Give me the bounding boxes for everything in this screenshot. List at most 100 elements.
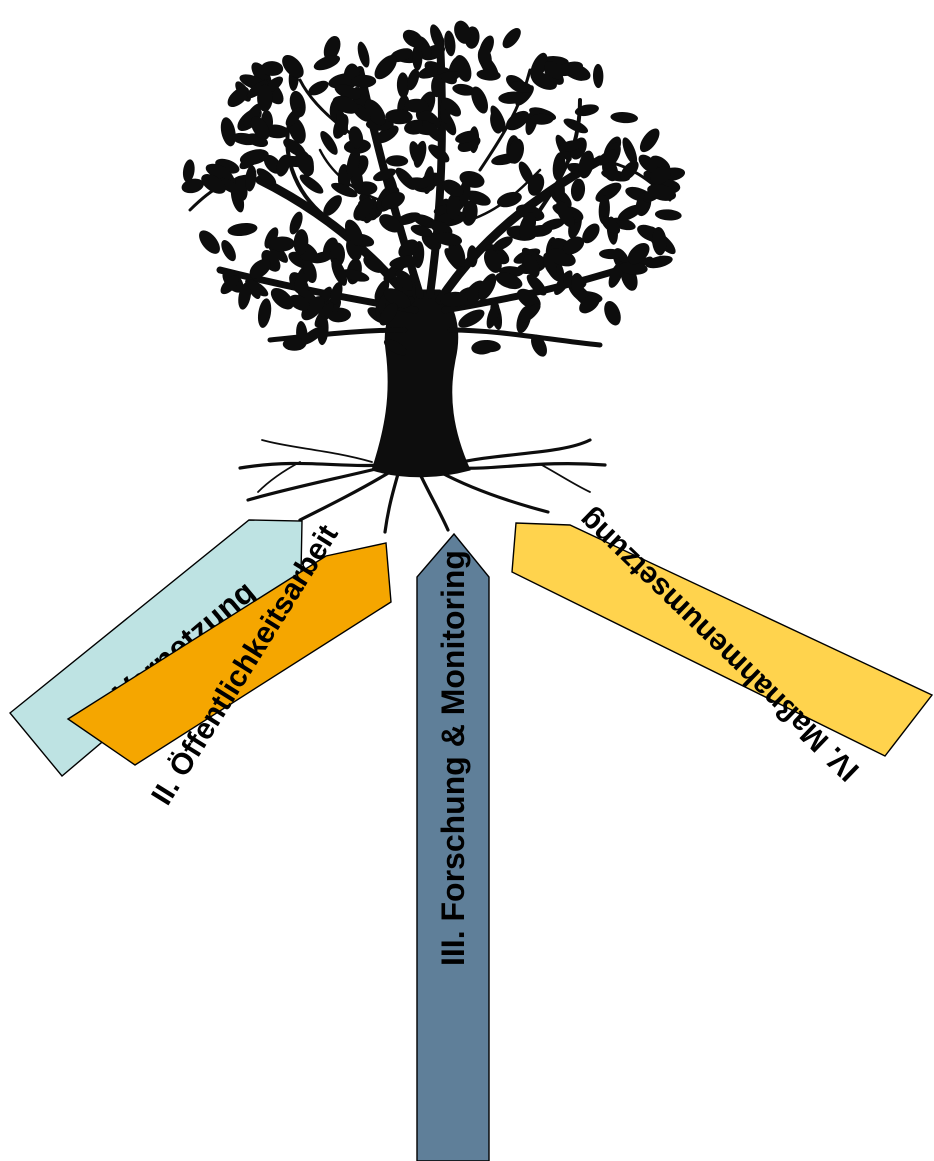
tree-leaf [543,252,557,277]
tree-leaf [459,179,471,207]
arrow-massnahmen-shape [511,522,934,757]
tree-leaf [332,95,359,114]
tree-leaf [559,140,582,152]
tree-leaf [463,280,485,306]
tree-leaf [385,109,413,125]
tree-leaf [381,191,405,210]
tree-leaf [282,54,304,79]
tree-leaf [385,155,409,167]
tree-leaf [579,293,601,314]
tree-leaf [363,255,385,273]
tree-leaf [239,149,264,170]
tree-leaf [346,148,361,178]
tree-trunk-body [371,289,471,478]
tree-leaf [554,179,565,203]
tree-leaf [308,80,329,96]
tree-leaf [323,195,342,216]
tree-leaf [645,255,673,269]
tree-leaf [364,99,386,126]
arrow-forschung-shape [416,532,490,1161]
tree-leaf [498,91,527,104]
tree-leaf [505,110,530,131]
tree-leaf [610,112,638,124]
tree-icon [181,20,686,534]
tree-leaf [257,298,272,328]
tree-leaf [654,209,682,221]
tree-leaf [599,248,623,260]
tree-leaf [373,168,397,182]
tree-root [238,461,382,470]
tree-leaf [396,212,421,226]
tree-leaf [478,273,497,301]
tree-leaf [256,168,277,186]
tree-leaf [471,86,489,114]
tree-leaf [313,55,341,71]
tree-root [257,461,301,493]
tree-root [261,439,373,463]
tree-leaf [282,337,306,351]
tree-root [446,438,592,467]
tree-leaf [595,182,622,202]
tree-leaf [467,245,478,268]
arrow-forschung-label: III. Forschung & Monitoring [435,550,471,966]
tree-branch [267,327,408,343]
tree-leaf [270,287,294,310]
tree-leaf [455,130,479,144]
tree-leaf [389,255,418,269]
tree-leaf [398,239,419,259]
tree-leaf [458,309,485,328]
tree-leaf [620,160,639,181]
tree-leaf [465,190,491,206]
tree-branch [255,175,415,305]
tree-leaf [406,68,420,91]
tree-root [418,472,450,532]
tree-leaf [261,61,284,76]
tree-leaf [440,291,468,308]
tree-leaf [441,97,462,117]
tree-leaf [448,239,466,267]
tree-leaf [477,46,492,69]
tree-leaf [434,232,463,246]
tree-leaf [218,177,240,194]
tree-leaf [396,72,410,99]
tree-leaf [238,282,252,310]
tree-leaf [562,236,585,255]
tree-leaf [604,300,621,326]
tree-leaf [221,240,236,262]
tree-leaf [461,200,478,226]
tree-leaf [650,166,671,185]
tree-leaf [383,288,411,309]
tree-leaf [182,159,195,183]
tree-leaf [531,334,547,357]
tree-branch [435,155,605,305]
tree-leaf [351,74,377,88]
tree-root [246,466,382,502]
tree-leaf [410,224,433,237]
tree-leaf [353,197,374,221]
tree-leaf [289,294,310,311]
tree-leaf [249,259,271,279]
tree-leaf [571,272,584,295]
tree-leaf [269,236,295,252]
tree-leaf [245,165,257,192]
tree-leaf [552,152,566,181]
tree-leaf [374,55,397,80]
tree-leaf [627,242,650,265]
tree-leaf [348,126,364,149]
tree-leaf [303,260,317,283]
tree-leaf [523,254,540,278]
tree-leaf [201,174,226,194]
tree-leaf [619,261,648,275]
tree-leaf [404,177,431,189]
tree-leaf [454,20,472,44]
tree-leaf [429,220,453,236]
tree-leaf [601,216,621,234]
tree-leaf [622,137,638,165]
tree-leaf [596,149,617,166]
tree-leaf [243,103,262,128]
tree-leaf [502,28,521,49]
tree-leaf [276,154,291,177]
tree-leaves [181,20,686,357]
tree-leaf [402,29,424,48]
